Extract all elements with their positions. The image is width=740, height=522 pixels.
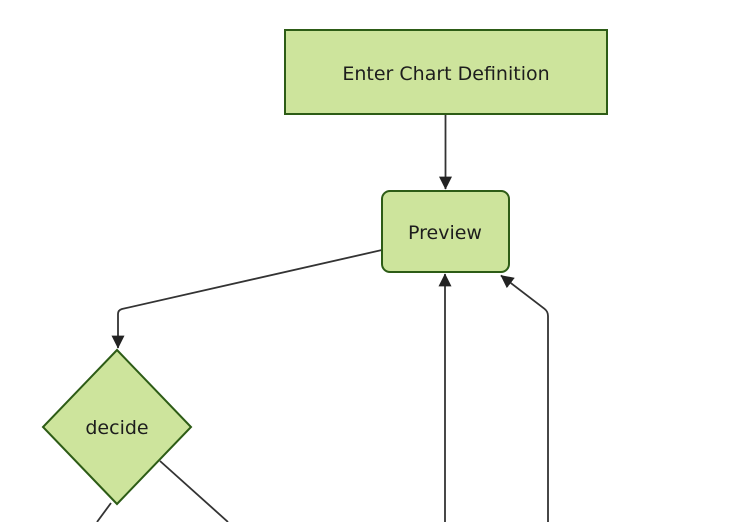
node-label-decide: decide: [85, 417, 148, 439]
edge-bottomright-to-preview: [500, 274, 549, 522]
edges-layer: [96, 114, 549, 522]
node-decide: [41, 348, 193, 506]
edge-decide-to-offscreen-left: [96, 502, 112, 522]
node-label-enter-chart-definition: Enter Chart Definition: [342, 63, 549, 85]
edge-preview-to-decide: [111, 249, 383, 349]
labels-layer: Enter Chart Definition Preview decide: [85, 63, 549, 439]
node-enter-chart-definition: [284, 29, 608, 115]
edge-decide-to-offscreen-right: [159, 460, 229, 522]
node-label-preview: Preview: [408, 222, 482, 244]
nodes-layer: [41, 29, 608, 506]
node-preview: [381, 190, 510, 273]
